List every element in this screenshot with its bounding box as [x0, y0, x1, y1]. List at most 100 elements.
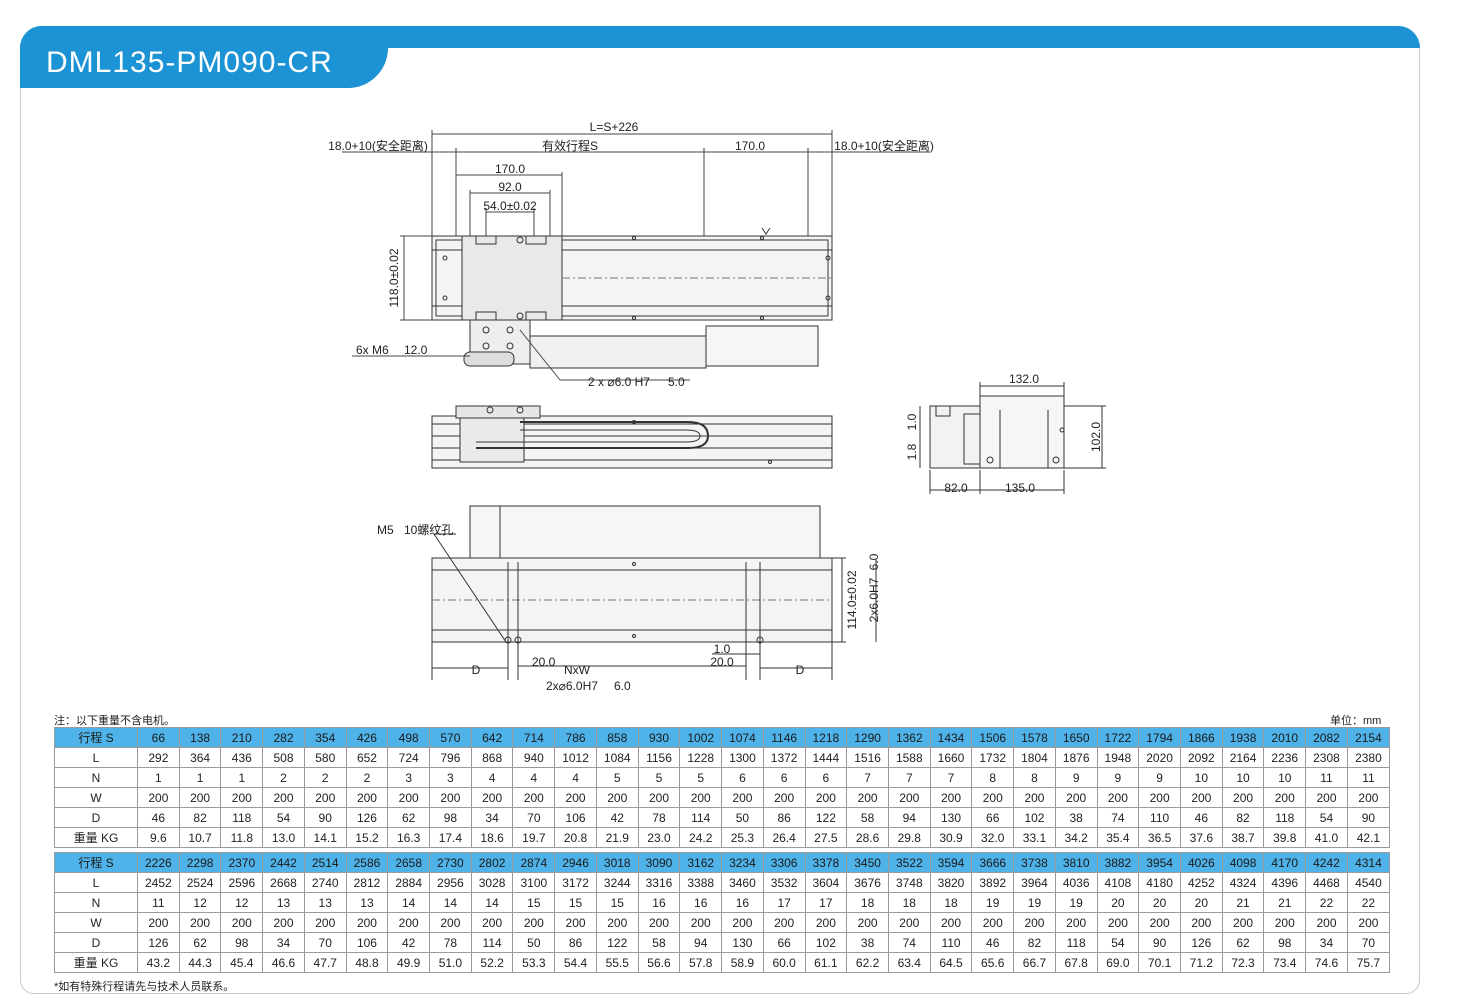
- table-cell: 200: [1263, 787, 1307, 808]
- table-cell: 16: [721, 892, 764, 913]
- table-cell: 200: [429, 912, 472, 933]
- table-cell: 9: [1138, 767, 1181, 788]
- table-cell: 200: [804, 912, 848, 933]
- table-cell: 33.1: [1013, 827, 1056, 848]
- table-cell: 70: [303, 932, 347, 953]
- table-cell: 86: [762, 807, 806, 828]
- table-cell: 38.7: [1221, 827, 1265, 848]
- table-cell: 94: [887, 807, 931, 828]
- table-cell: 4098: [1221, 852, 1265, 873]
- table-cell: 10: [1221, 767, 1265, 788]
- table-cell: 10: [1263, 767, 1307, 788]
- table-cell: 12: [178, 892, 222, 913]
- dim-1: 1.0: [714, 642, 731, 656]
- table-cell: 42: [595, 807, 639, 828]
- table-cell: 3460: [721, 872, 764, 893]
- table-cell: 5: [637, 767, 681, 788]
- table-cell: 138: [178, 727, 222, 748]
- table-cell: 6: [804, 767, 848, 788]
- table-cell: 200: [971, 912, 1015, 933]
- table-cell: 200: [387, 912, 431, 933]
- dim-132: 132.0: [1009, 372, 1039, 386]
- table-cell: 54: [1305, 807, 1348, 828]
- table-cell: 11: [1346, 767, 1391, 788]
- table-cell: 126: [137, 932, 180, 953]
- dim-1-0: 1.0: [905, 413, 919, 430]
- table-cell: 3450: [846, 852, 889, 873]
- table-cell: 3954: [1138, 852, 1181, 873]
- table-cell: 1444: [804, 747, 848, 768]
- table-cell: 66: [137, 727, 180, 748]
- table-cell: 200: [470, 912, 514, 933]
- table-cell: 71.2: [1179, 952, 1223, 973]
- dim-82: 82.0: [944, 481, 968, 495]
- table-cell: 2884: [387, 872, 431, 893]
- table-cell: 72.3: [1221, 952, 1265, 973]
- table-cell: 114: [679, 807, 723, 828]
- table-cell: 118: [1054, 932, 1098, 953]
- table-cell: 508: [262, 747, 305, 768]
- table-cell: 4: [512, 767, 556, 788]
- dim-d-right: D: [796, 663, 805, 677]
- row-label: L: [54, 747, 138, 768]
- table-cell: 19.7: [512, 827, 556, 848]
- table-cell: 19: [971, 892, 1015, 913]
- table-cell: 17: [762, 892, 806, 913]
- table-cell: 200: [1013, 787, 1056, 808]
- dim-overall-length: L=S+226: [590, 120, 639, 134]
- table-cell: 5: [595, 767, 639, 788]
- table-cell: 1866: [1179, 727, 1223, 748]
- table-cell: 1434: [929, 727, 973, 748]
- table-cell: 1876: [1054, 747, 1098, 768]
- table-cell: 118: [220, 807, 264, 828]
- table-cell: 32.0: [971, 827, 1015, 848]
- table-cell: 2730: [429, 852, 472, 873]
- table-cell: 3316: [637, 872, 681, 893]
- table-cell: 1146: [762, 727, 806, 748]
- label-m6-depth: 12.0: [404, 343, 428, 357]
- table-cell: 5: [679, 767, 723, 788]
- table-cell: 2442: [262, 852, 305, 873]
- table-cell: 2082: [1305, 727, 1348, 748]
- table-cell: 18.6: [470, 827, 514, 848]
- table-cell: 200: [929, 912, 973, 933]
- table-cell: 16: [679, 892, 723, 913]
- table-cell: 200: [1054, 787, 1098, 808]
- table-cell: 58: [637, 932, 681, 953]
- table-cell: 2: [345, 767, 389, 788]
- table-cell: 62: [1221, 932, 1265, 953]
- table-cell: 19: [1013, 892, 1056, 913]
- table-cell: 1300: [721, 747, 764, 768]
- table-cell: 90: [1346, 807, 1391, 828]
- table-cell: 3604: [804, 872, 848, 893]
- dim-118: 118.0±0.02: [387, 248, 401, 307]
- table-cell: 24.2: [679, 827, 723, 848]
- table-cell: 8: [971, 767, 1015, 788]
- table-cell: 42.1: [1346, 827, 1391, 848]
- label-pin-holes-bottom: 2x⌀6.0H7: [546, 679, 598, 693]
- table-cell: 426: [345, 727, 389, 748]
- table-cell: 3018: [595, 852, 639, 873]
- table-cell: 63.4: [887, 952, 931, 973]
- table-cell: 200: [971, 787, 1015, 808]
- table-cell: 16.3: [387, 827, 431, 848]
- table-cell: 3378: [804, 852, 848, 873]
- table-cell: 1578: [1013, 727, 1056, 748]
- table-cell: 200: [1305, 787, 1348, 808]
- table-cell: 57.8: [679, 952, 723, 973]
- table-cell: 1506: [971, 727, 1015, 748]
- end-view: [919, 382, 1106, 494]
- table-cell: 2658: [387, 852, 431, 873]
- table-cell: 200: [345, 912, 389, 933]
- table-cell: 868: [470, 747, 514, 768]
- dim-nxw: NxW: [564, 663, 591, 677]
- table-cell: 200: [1179, 787, 1223, 808]
- table-cell: 1372: [762, 747, 806, 768]
- table-cell: 13: [262, 892, 305, 913]
- table-cell: 200: [178, 787, 222, 808]
